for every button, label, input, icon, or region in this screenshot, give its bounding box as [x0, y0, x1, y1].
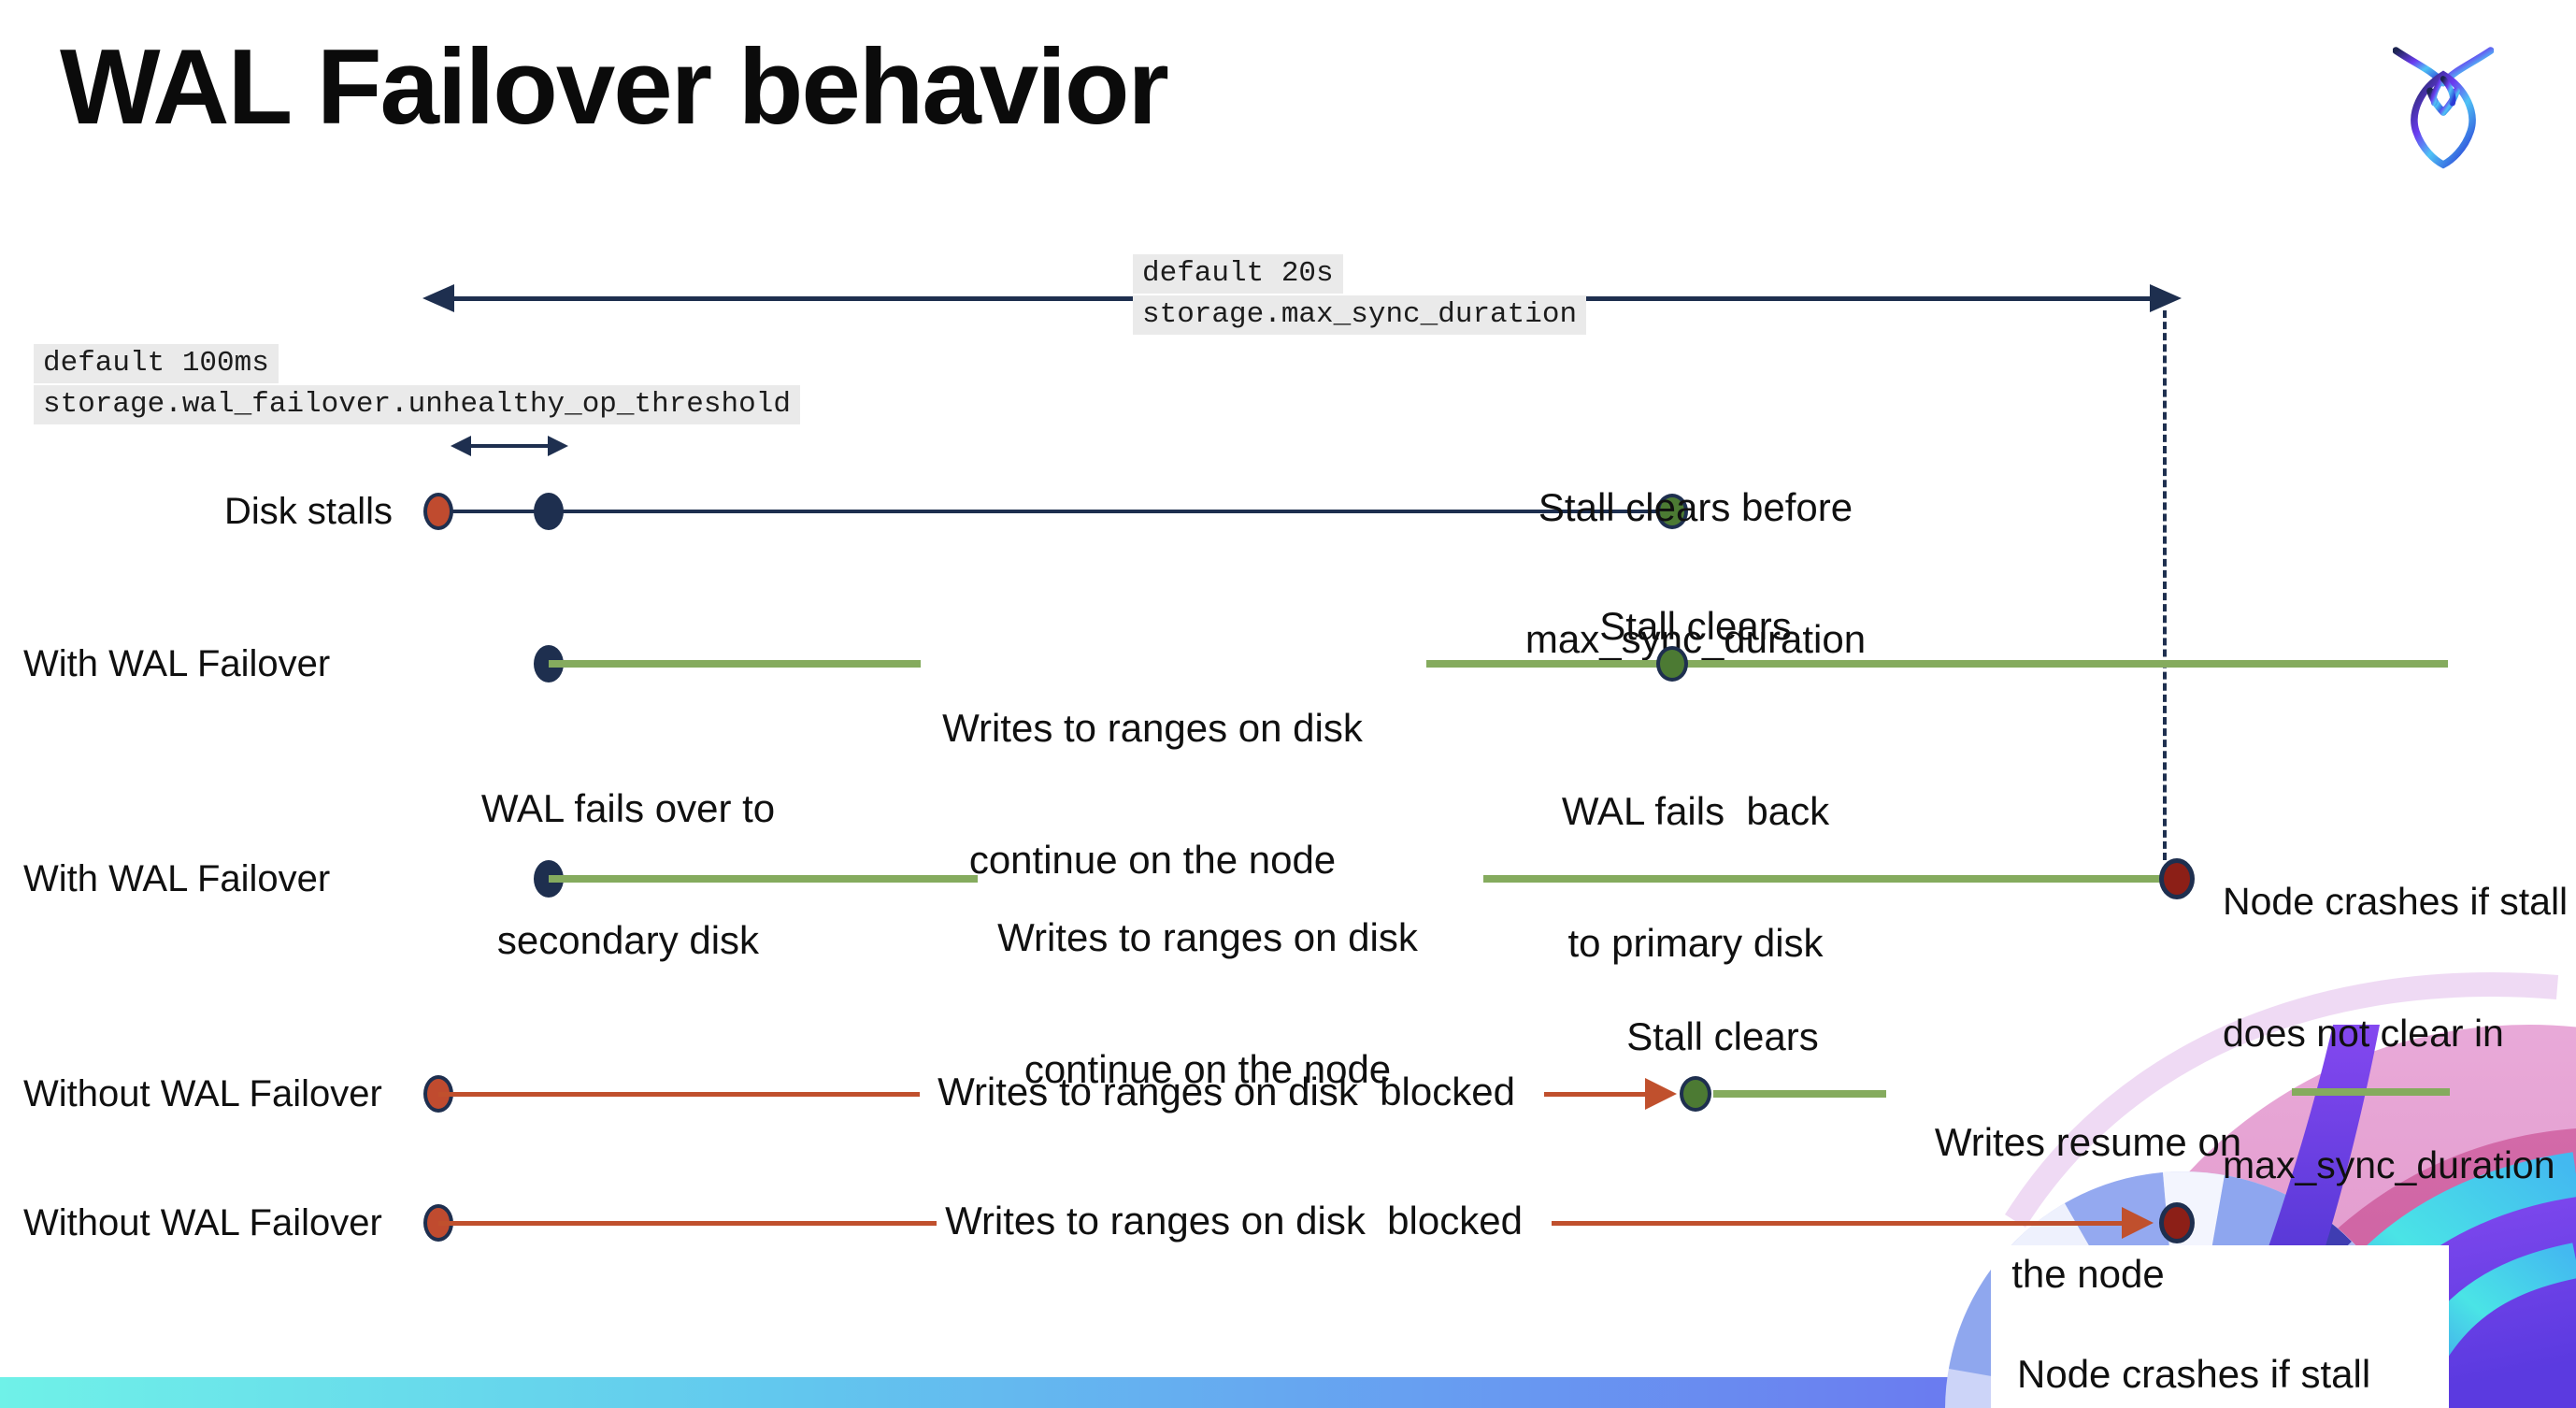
note-writes-resume: Writes resume on the node — [1934, 1120, 2242, 1296]
note-writes-blocked: Writes to ranges on disk blocked — [945, 1199, 1523, 1243]
note-stall-clears-before: Stall clears before max_sync_duration — [1524, 485, 1867, 661]
event-dot-stall-clears — [1656, 494, 1688, 529]
op-threshold-span-line — [465, 444, 551, 448]
arrowhead-right-icon — [548, 436, 568, 456]
note-card — [1991, 1245, 2449, 1408]
timeline-line-writes-blocked — [438, 1092, 920, 1097]
arrowhead-left-icon — [422, 284, 454, 312]
arrowhead-right-icon — [2150, 284, 2182, 312]
event-dot-threshold — [534, 493, 564, 530]
note-node-crashes: Node crashes if stall does not clear in … — [2017, 1352, 2371, 1396]
cockroachdb-logo-icon — [2393, 47, 2494, 169]
row-label-with-wal-failover-2: With WAL Failover — [23, 858, 331, 899]
event-dot-stall-clears — [1680, 1076, 1711, 1112]
timeline-line-writes-resume — [2292, 1088, 2450, 1096]
timeline-line-writes-continue — [549, 875, 978, 883]
note-wal-fails-over: WAL fails over to secondary disk — [480, 786, 776, 962]
row-label-disk-stalls: Disk stalls — [223, 491, 393, 532]
arrowhead-right-icon — [1645, 1078, 1677, 1110]
note-stall-clears: Stall clears — [1599, 604, 1792, 648]
page-title: WAL Failover behavior — [60, 28, 1169, 147]
max-sync-setting-label: storage.max_sync_duration — [1133, 295, 1587, 335]
timeline-line-writes-blocked — [1544, 1092, 1649, 1097]
event-dot-node-crash — [2159, 1202, 2195, 1243]
max-sync-default-label: default 20s — [1133, 254, 1343, 294]
arrowhead-right-icon — [2122, 1207, 2154, 1239]
row-label-without-wal-failover-1: Without WAL Failover — [23, 1073, 382, 1114]
arrowhead-left-icon — [451, 436, 471, 456]
note-wal-fails-back: WAL fails back to primary disk — [1561, 789, 1830, 965]
row-label-with-wal-failover-1: With WAL Failover — [23, 643, 331, 684]
timeline-line-stall — [438, 510, 1672, 513]
note-writes-continue: Writes to ranges on disk continue on the… — [942, 706, 1363, 882]
event-dot-stall-clears — [1656, 646, 1688, 682]
row-label-without-wal-failover-2: Without WAL Failover — [23, 1202, 382, 1243]
max-sync-deadline-dashed-line — [2163, 310, 2167, 860]
event-dot-stall-start — [423, 493, 453, 530]
note-node-crashes: Node crashes if stall does not clear in … — [2223, 880, 2569, 1186]
timeline-line-writes-resume — [1713, 1090, 1886, 1098]
timeline-line-writes-continue — [549, 660, 921, 668]
timeline-line-writes-blocked — [1552, 1221, 2125, 1226]
timeline-line-writes-blocked — [438, 1221, 937, 1226]
note-writes-blocked: Writes to ranges on disk blocked — [937, 1070, 1515, 1113]
note-writes-continue: Writes to ranges on disk continue on the… — [997, 915, 1418, 1091]
timeline-line-writes-continue — [1426, 660, 2448, 668]
op-threshold-setting-label: storage.wal_failover.unhealthy_op_thresh… — [34, 385, 800, 424]
event-dot-node-crash — [2159, 858, 2195, 899]
note-stall-clears: Stall clears — [1626, 1014, 1819, 1058]
op-threshold-default-label: default 100ms — [34, 344, 279, 383]
timeline-line-writes-continue — [1483, 875, 2177, 883]
